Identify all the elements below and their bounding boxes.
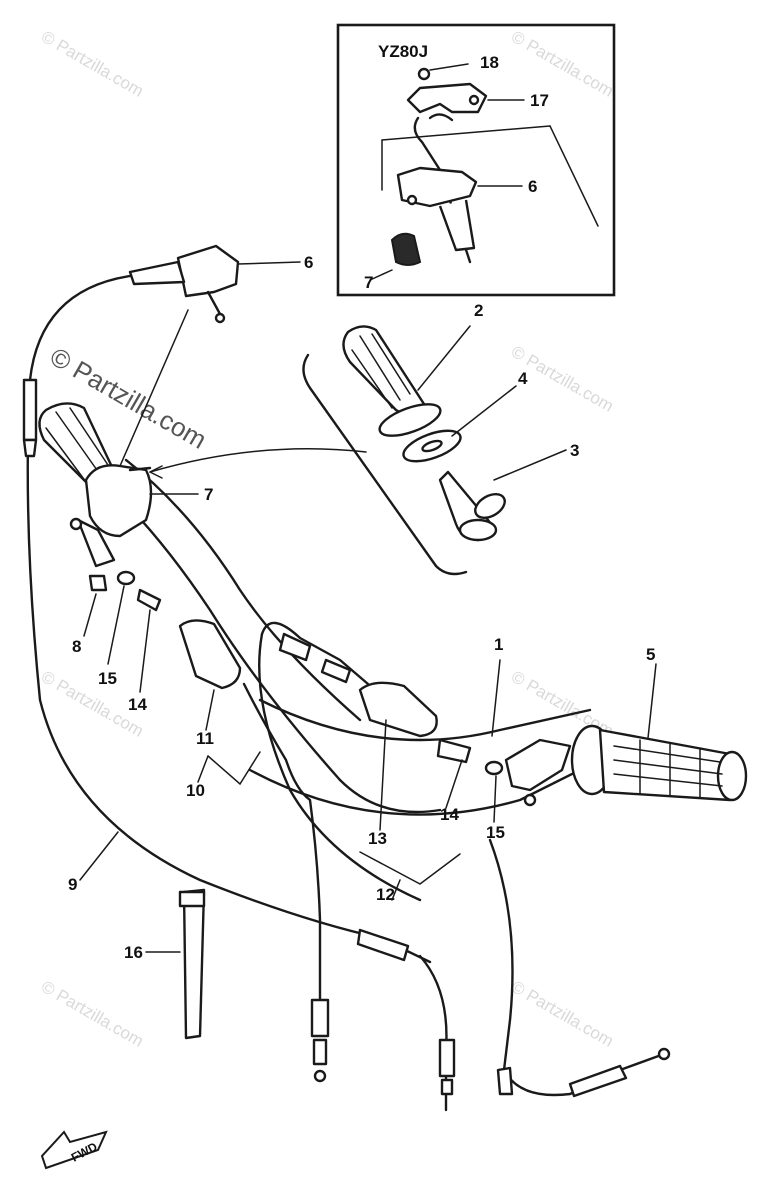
washer-4 <box>402 385 517 463</box>
callout-13: 13 <box>368 829 387 848</box>
callout-7: 7 <box>204 485 213 504</box>
throttle-housing-6-inset <box>396 166 523 252</box>
bracket-outline-12 <box>359 851 461 901</box>
bolt-8 <box>83 574 108 637</box>
collar-15-left <box>107 570 136 665</box>
clamp-bracket-17 <box>406 82 525 114</box>
clutch-cable-13 <box>258 621 422 902</box>
inset-yz80j: YZ80J <box>336 23 616 297</box>
callout-12: 12 <box>376 885 395 904</box>
callout-7-inset: 7 <box>364 273 373 292</box>
callout-6: 6 <box>304 253 313 272</box>
callout-3: 3 <box>570 441 579 460</box>
right-grip-5 <box>570 663 748 802</box>
callout-11: 11 <box>196 729 214 748</box>
callout-5: 5 <box>646 645 655 664</box>
bolt-18 <box>417 63 469 81</box>
callout-1: 1 <box>494 635 503 654</box>
watermark: © Partzilla.com <box>508 27 617 101</box>
clutch-cable-right <box>488 838 671 1098</box>
callout-18: 18 <box>480 53 499 72</box>
adjuster-14-left <box>136 588 162 693</box>
front-arrow-icon: FWD <box>40 1130 108 1170</box>
watermark: © Partzilla.com <box>38 977 147 1051</box>
callout-14-right: 14 <box>440 805 459 824</box>
clutch-cable-left <box>242 682 330 1083</box>
strap-16 <box>145 888 206 1040</box>
callout-15-left: 15 <box>98 669 117 688</box>
callout-10: 10 <box>186 781 205 800</box>
callout-6-inset: 6 <box>528 177 537 196</box>
inset-title: YZ80J <box>378 42 428 61</box>
throttle-cable-9 <box>22 274 456 1112</box>
throttle-housing-6 <box>119 244 301 467</box>
handlebar-main: FWD <box>22 244 748 1170</box>
callout-17: 17 <box>530 91 549 110</box>
grip-2 <box>342 325 471 437</box>
callout-14-left: 14 <box>128 695 147 714</box>
bracket-outline-10 <box>197 751 261 786</box>
callout-8: 8 <box>72 637 81 656</box>
callout-4: 4 <box>518 369 528 388</box>
lever-cover-11 <box>178 619 242 731</box>
callouts: 18 17 6 7 6 2 4 3 7 8 15 14 11 10 1 5 14… <box>68 53 655 962</box>
right-lever-assembly <box>436 738 572 823</box>
watermark: © Partzilla.com <box>508 977 617 1051</box>
callout-2: 2 <box>474 301 483 320</box>
lever-cover-13 <box>358 681 438 831</box>
grip-7-inset <box>369 232 422 281</box>
throttle-housing-7 <box>69 464 199 568</box>
callout-15-right: 15 <box>486 823 505 842</box>
watermark: © Partzilla.com <box>38 27 147 101</box>
throttle-tube-3 <box>438 449 567 542</box>
grip-detail <box>302 325 567 576</box>
callout-9: 9 <box>68 875 77 894</box>
callout-16: 16 <box>124 943 143 962</box>
